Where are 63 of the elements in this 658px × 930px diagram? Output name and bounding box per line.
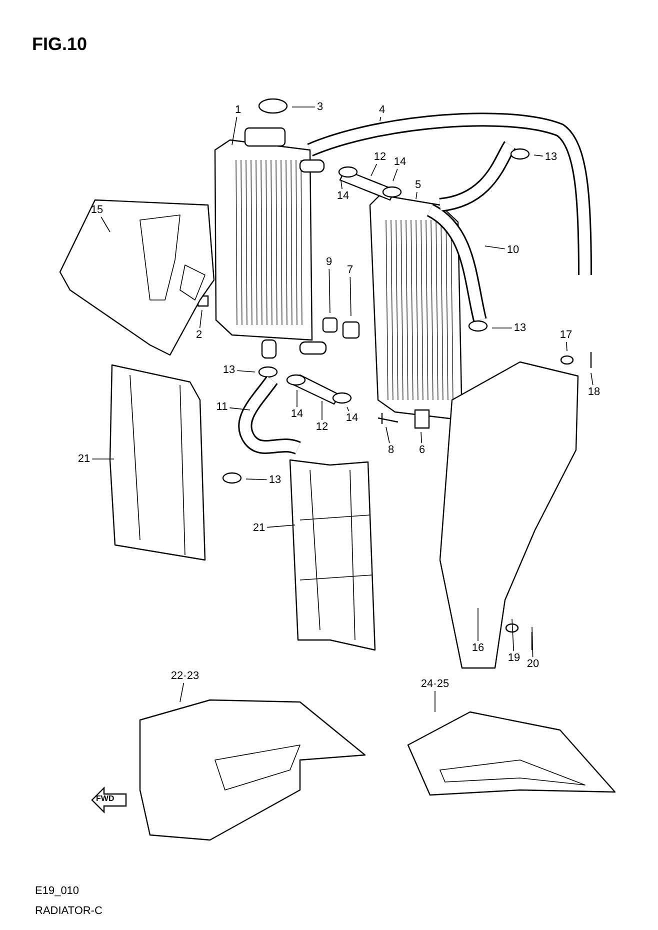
callout-number: 18 <box>586 386 602 398</box>
leader-line <box>266 524 296 528</box>
direction-label: FWD <box>96 794 114 803</box>
callout-number: 21 <box>252 522 266 534</box>
leader-line <box>512 618 514 652</box>
callout-number: 10 <box>506 244 520 256</box>
leader-line <box>380 116 382 122</box>
callout-number: 22·23 <box>170 670 200 682</box>
leader-line <box>370 164 378 176</box>
callout-number: 13 <box>268 474 282 486</box>
callout-number: 12 <box>372 151 388 163</box>
callout-number: 14 <box>344 412 360 424</box>
figure-title: FIG.10 <box>32 34 88 55</box>
leader-line <box>229 407 250 410</box>
callout-number: 6 <box>418 444 426 456</box>
leader-line <box>92 458 114 460</box>
leader-line <box>566 342 568 352</box>
leader-line <box>232 116 238 146</box>
callout-number: 7 <box>346 264 354 276</box>
drawing-code: E19_010 <box>35 885 80 897</box>
leader-line <box>340 180 342 190</box>
callout-number: 9 <box>324 256 334 268</box>
callout-number: 19 <box>506 652 522 664</box>
leader-line <box>100 216 110 232</box>
callout-number: 5 <box>414 179 422 191</box>
callout-number: 12 <box>314 421 330 433</box>
callout-number: 1 <box>234 104 242 116</box>
callout-number: 14 <box>336 190 350 202</box>
leader-line <box>236 370 256 372</box>
callout-number: 14 <box>392 156 408 168</box>
callout-number: 21 <box>76 453 92 465</box>
callout-number: 16 <box>470 642 486 654</box>
leader-line <box>434 690 436 712</box>
callout-number: 13 <box>544 151 558 163</box>
leader-line <box>199 310 202 328</box>
leader-line <box>246 478 268 480</box>
leader-line <box>484 246 506 250</box>
leader-line <box>532 626 534 658</box>
callout-number: 11 <box>215 401 229 413</box>
callout-number: 3 <box>316 101 324 113</box>
callout-number: 4 <box>378 104 386 116</box>
callout-number: 13 <box>222 364 236 376</box>
leader-line <box>328 268 330 314</box>
leader-line <box>534 154 544 156</box>
callout-number: 15 <box>90 204 104 216</box>
figure-name: RADIATOR-C <box>35 905 102 917</box>
leader-line <box>346 406 350 412</box>
callout-number: 2 <box>194 329 204 341</box>
callout-number: 8 <box>386 444 396 456</box>
leader-line <box>590 372 594 386</box>
leader-line <box>420 432 422 444</box>
leader-line <box>350 276 352 316</box>
callout-number: 17 <box>558 329 574 341</box>
leader-line <box>386 426 390 444</box>
leader-line <box>392 168 398 182</box>
callout-number: 24·25 <box>420 678 450 690</box>
callout-number: 20 <box>526 658 540 670</box>
callout-number: 13 <box>512 322 528 334</box>
leader-line <box>296 390 298 408</box>
leader-line <box>180 682 184 702</box>
leader-line <box>416 192 418 200</box>
leader-line <box>292 106 316 108</box>
callout-number: 14 <box>290 408 304 420</box>
